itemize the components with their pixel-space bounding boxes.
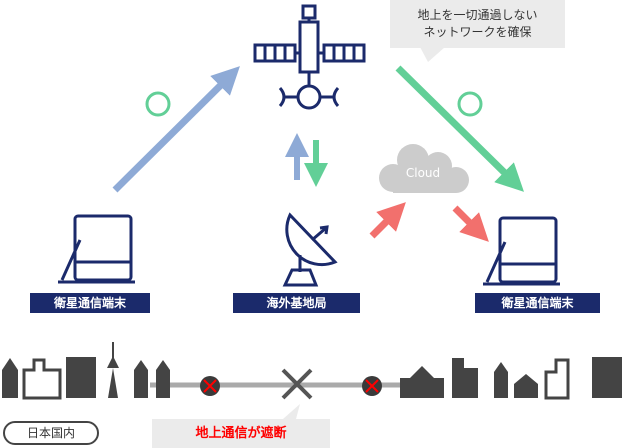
callout-tail bbox=[420, 47, 445, 62]
ok-circle-icon bbox=[145, 91, 171, 117]
satellite-icon bbox=[253, 4, 366, 110]
downlink-arrow bbox=[395, 65, 524, 192]
satellite-terminal-icon bbox=[58, 214, 135, 284]
domestic-label: 日本国内 bbox=[3, 421, 99, 445]
blocked-callout: 地上通信が遮断 bbox=[152, 419, 330, 448]
callout-line-2: ネットワークを確保 bbox=[423, 25, 532, 39]
network-callout: 地上を一切通過しない ネットワークを確保 bbox=[390, 0, 565, 48]
ground-station-label: 海外基地局 bbox=[233, 293, 360, 313]
left-terminal-label: 衛星通信端末 bbox=[30, 293, 150, 313]
uplink-arrow bbox=[112, 66, 240, 193]
large-x-icon bbox=[281, 368, 313, 400]
red-arrow bbox=[452, 205, 489, 242]
blocked-x-icon bbox=[200, 376, 382, 396]
ground-station-dish-icon bbox=[282, 212, 338, 287]
city-buildings-right-icon bbox=[400, 357, 622, 400]
cloud-icon bbox=[379, 144, 469, 193]
callout-line-1: 地上を一切通過しない bbox=[417, 8, 538, 22]
ok-circle-icon bbox=[457, 91, 483, 117]
cloud-label: Cloud bbox=[405, 166, 441, 180]
right-terminal-label: 衛星通信端末 bbox=[475, 293, 600, 313]
blocked-callout-tail bbox=[283, 404, 300, 419]
red-arrow bbox=[369, 202, 406, 239]
city-buildings-left-icon bbox=[2, 342, 170, 400]
satellite-terminal-icon bbox=[483, 216, 560, 286]
